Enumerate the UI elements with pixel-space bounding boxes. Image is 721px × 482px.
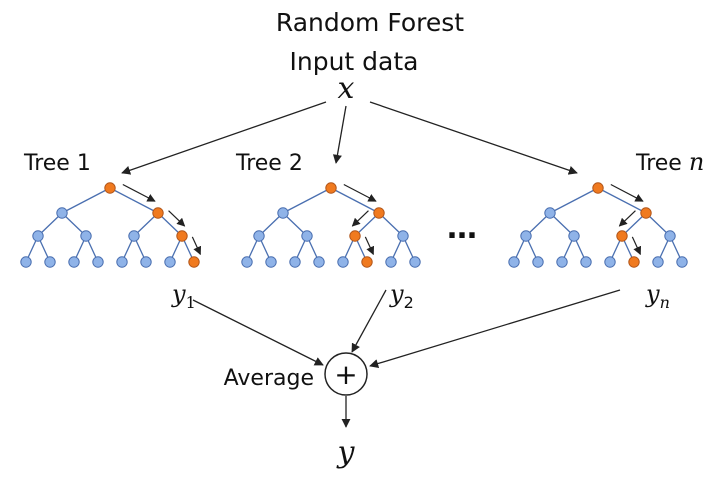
tree-node-selected <box>349 230 361 242</box>
path-arrow <box>351 210 369 227</box>
tree-node <box>253 230 265 242</box>
tree-node-selected <box>104 182 116 194</box>
plus-icon: + <box>334 358 357 391</box>
path-arrow <box>122 183 156 202</box>
path-arrow <box>364 236 375 256</box>
tree-node <box>568 230 580 242</box>
tree-node-selected <box>188 256 200 268</box>
tree-node <box>116 256 128 268</box>
tree-edge <box>61 187 111 214</box>
tree-node <box>289 256 301 268</box>
tree-node <box>265 256 277 268</box>
path-arrow <box>191 236 202 256</box>
arrow-y1-to-average <box>192 299 324 366</box>
tree-node-selected <box>616 230 628 242</box>
path-arrow <box>343 183 377 202</box>
tree-1-output: y1 <box>171 280 196 312</box>
tree-node <box>520 230 532 242</box>
ellipsis: … <box>447 211 477 246</box>
tree-n-label-var: n <box>689 148 704 176</box>
tree-edge <box>549 187 599 214</box>
tree-1-label: Tree 1 <box>23 151 91 176</box>
tree-node <box>92 256 104 268</box>
tree-node <box>32 230 44 242</box>
final-output: y <box>336 435 356 470</box>
tree-node <box>508 256 520 268</box>
tree-node <box>337 256 349 268</box>
tree-node <box>580 256 592 268</box>
sum-node <box>324 352 368 396</box>
tree-edge <box>330 187 380 214</box>
tree-node <box>604 256 616 268</box>
tree-node <box>80 230 92 242</box>
path-arrow <box>610 183 644 202</box>
input-variable: x <box>338 71 355 106</box>
tree-node <box>664 230 676 242</box>
tree-node-selected <box>640 207 652 219</box>
tree-2-label: Tree 2 <box>235 151 303 176</box>
tree-node <box>409 256 421 268</box>
path-arrow <box>631 236 642 256</box>
tree-node-selected <box>628 256 640 268</box>
tree-node-selected <box>152 207 164 219</box>
arrow-x-to-tree-2 <box>332 105 347 164</box>
tree-node <box>68 256 80 268</box>
tree-node-selected <box>325 182 337 194</box>
tree-node-selected <box>361 256 373 268</box>
tree-2-output: y2 <box>389 280 414 312</box>
tree-edge <box>282 187 332 214</box>
tree-node <box>140 256 152 268</box>
arrow-x-to-tree-n <box>369 101 578 175</box>
output-arrows <box>192 289 621 368</box>
tree-node <box>277 207 289 219</box>
tree-node <box>385 256 397 268</box>
arrow-yn-to-average <box>369 289 621 368</box>
path-arrow <box>168 210 186 227</box>
arrow-y2-to-average <box>351 289 387 353</box>
tree-node <box>532 256 544 268</box>
tree-node-selected <box>373 207 385 219</box>
tree-n-output: yn <box>645 280 670 312</box>
tree-node-selected <box>592 182 604 194</box>
tree-edge <box>597 187 647 214</box>
tree-node <box>556 256 568 268</box>
tree-node <box>44 256 56 268</box>
tree-n-label: Tree n <box>635 148 704 176</box>
path-arrow <box>618 210 636 227</box>
tree-node <box>128 230 140 242</box>
tree-node <box>20 256 32 268</box>
input-data-label: Input data <box>290 47 419 76</box>
tree-node <box>544 207 556 219</box>
tree-n <box>508 182 688 268</box>
tree-node <box>676 256 688 268</box>
tree-1 <box>20 182 202 268</box>
diagram-title: Random Forest <box>276 8 464 37</box>
tree-node <box>301 230 313 242</box>
tree-node-selected <box>176 230 188 242</box>
tree-node <box>397 230 409 242</box>
tree-node <box>164 256 176 268</box>
input-arrows <box>121 101 578 175</box>
tree-node <box>313 256 325 268</box>
average-label: Average <box>224 366 314 391</box>
tree-node <box>241 256 253 268</box>
tree-2 <box>241 182 421 268</box>
tree-node <box>652 256 664 268</box>
arrow-x-to-tree-1 <box>121 101 327 175</box>
tree-edge <box>109 187 159 214</box>
tree-node <box>56 207 68 219</box>
